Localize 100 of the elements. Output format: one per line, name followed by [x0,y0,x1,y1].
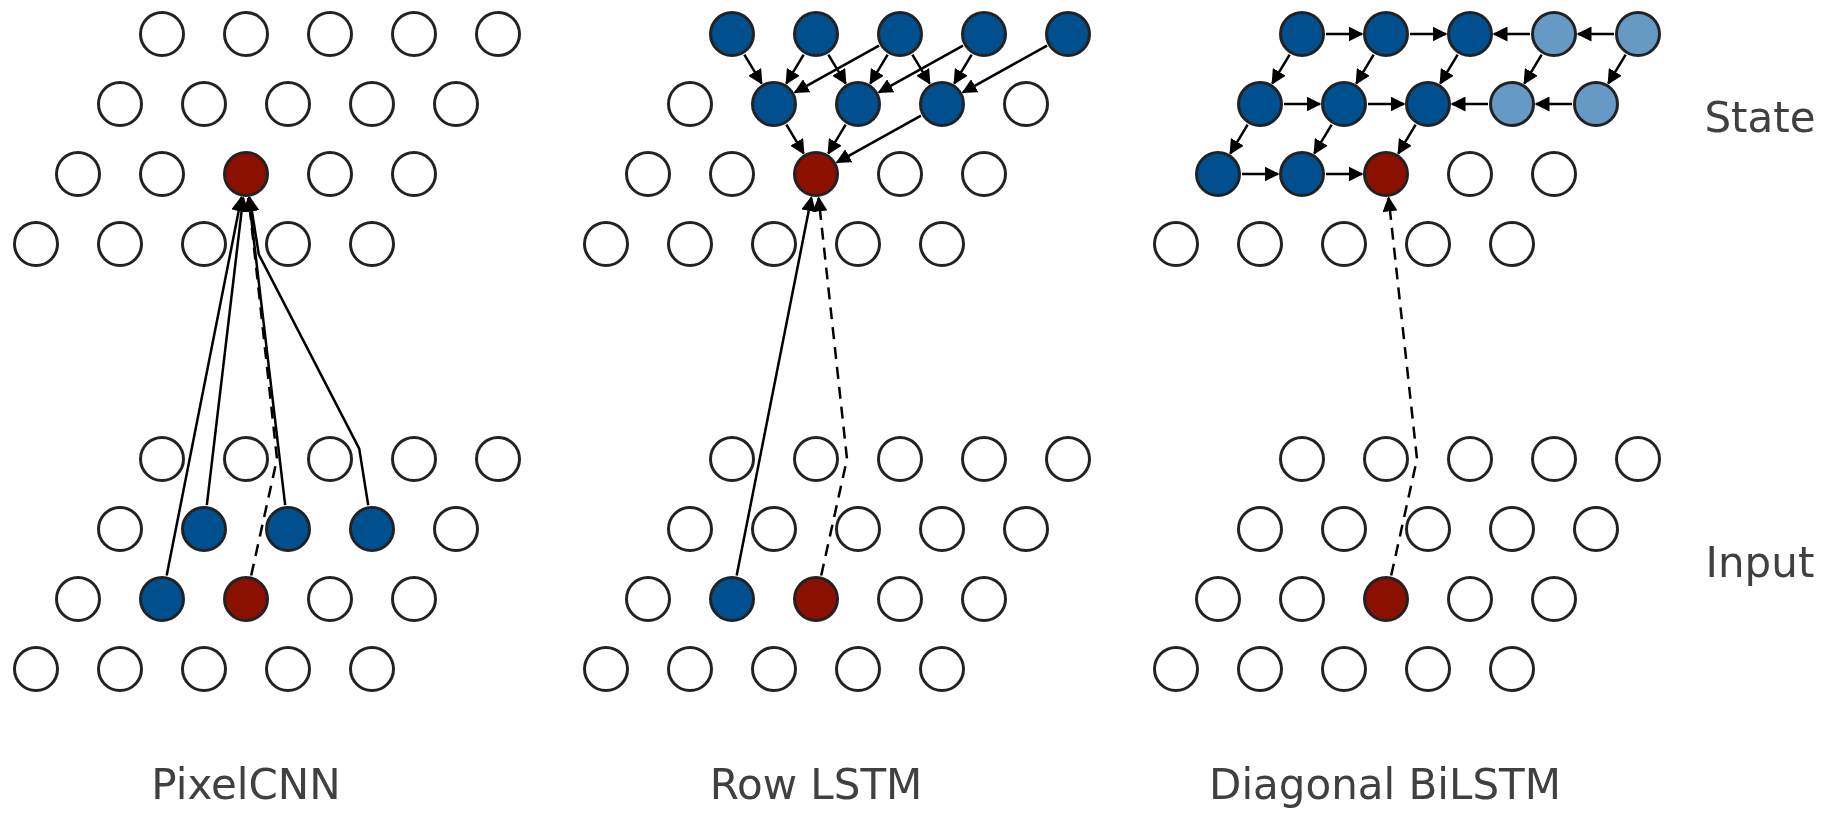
row-label: Input [1705,537,1815,587]
circle-node [349,506,395,552]
circle-node [667,221,713,267]
circle-node [1321,646,1367,692]
circle-node [391,436,437,482]
circle-node [793,436,839,482]
circle-node [139,576,185,622]
circle-node [625,576,671,622]
arrow [1410,26,1448,42]
circle-node [223,576,269,622]
arrow [1450,96,1488,112]
circle-node [667,646,713,692]
arrow [1326,166,1364,182]
arrow [1607,53,1627,85]
panel-title: Diagonal BiLSTM [1209,759,1561,809]
circle-node [391,576,437,622]
circle-node [1447,576,1493,622]
arrow [812,196,849,576]
circle-node [1363,11,1409,57]
circle-node [349,646,395,692]
circle-node [793,151,839,197]
circle-node [919,221,965,267]
circle-node [475,436,521,482]
arrow [1534,96,1572,112]
circle-node [751,646,797,692]
circle-node [709,436,755,482]
circle-node [223,436,269,482]
arrow [1355,53,1375,85]
circle-node [919,81,965,127]
circle-node [475,11,521,57]
circle-node [265,81,311,127]
arrow [1229,123,1249,155]
circle-node [265,506,311,552]
circle-node [97,221,143,267]
circle-node [13,221,59,267]
circle-node [1615,11,1661,57]
arrow [785,123,805,155]
circle-node [919,646,965,692]
circle-node [1615,436,1661,482]
circle-node [181,506,227,552]
circle-node [1279,11,1325,57]
circle-node [1279,151,1325,197]
circle-node [835,221,881,267]
circle-node [1531,436,1577,482]
circle-node [1237,221,1283,267]
circle-node [181,221,227,267]
circle-node [13,646,59,692]
circle-node [835,81,881,127]
circle-node [97,81,143,127]
circle-node [349,81,395,127]
circle-node [55,576,101,622]
circle-node [1489,81,1535,127]
arrow [1576,26,1614,42]
circle-node [1405,221,1451,267]
circle-node [793,11,839,57]
arrow [785,53,805,85]
arrow [735,196,817,576]
arrow [1492,26,1530,42]
circle-node [1573,506,1619,552]
arrow [1313,123,1333,155]
arrow [961,44,1048,94]
circle-node [265,221,311,267]
circle-node [307,436,353,482]
circle-node [1153,221,1199,267]
circle-node [1405,81,1451,127]
arrow [953,53,973,85]
arrow [743,53,763,85]
circle-node [1489,646,1535,692]
circle-node [1003,506,1049,552]
circle-node [433,506,479,552]
arrow [1439,53,1459,85]
circle-node [793,576,839,622]
circle-node [1279,576,1325,622]
circle-node [307,11,353,57]
circle-node [961,436,1007,482]
circle-node [97,506,143,552]
panel-title: Row LSTM [709,759,923,809]
circle-node [1531,11,1577,57]
circle-node [1447,11,1493,57]
circle-node [181,646,227,692]
circle-node [391,11,437,57]
circle-node [1489,221,1535,267]
circle-node [961,11,1007,57]
circle-node [1045,436,1091,482]
circle-node [139,436,185,482]
arrow [1397,123,1417,155]
circle-node [1321,221,1367,267]
circle-node [349,221,395,267]
circle-node [1489,506,1535,552]
circle-node [709,11,755,57]
arrow [827,53,847,85]
circle-node [835,646,881,692]
circle-node [1003,81,1049,127]
arrow [1382,196,1419,576]
circle-node [1195,576,1241,622]
circle-node [667,506,713,552]
circle-node [625,151,671,197]
circle-node [139,11,185,57]
circle-node [1573,81,1619,127]
circle-node [139,151,185,197]
